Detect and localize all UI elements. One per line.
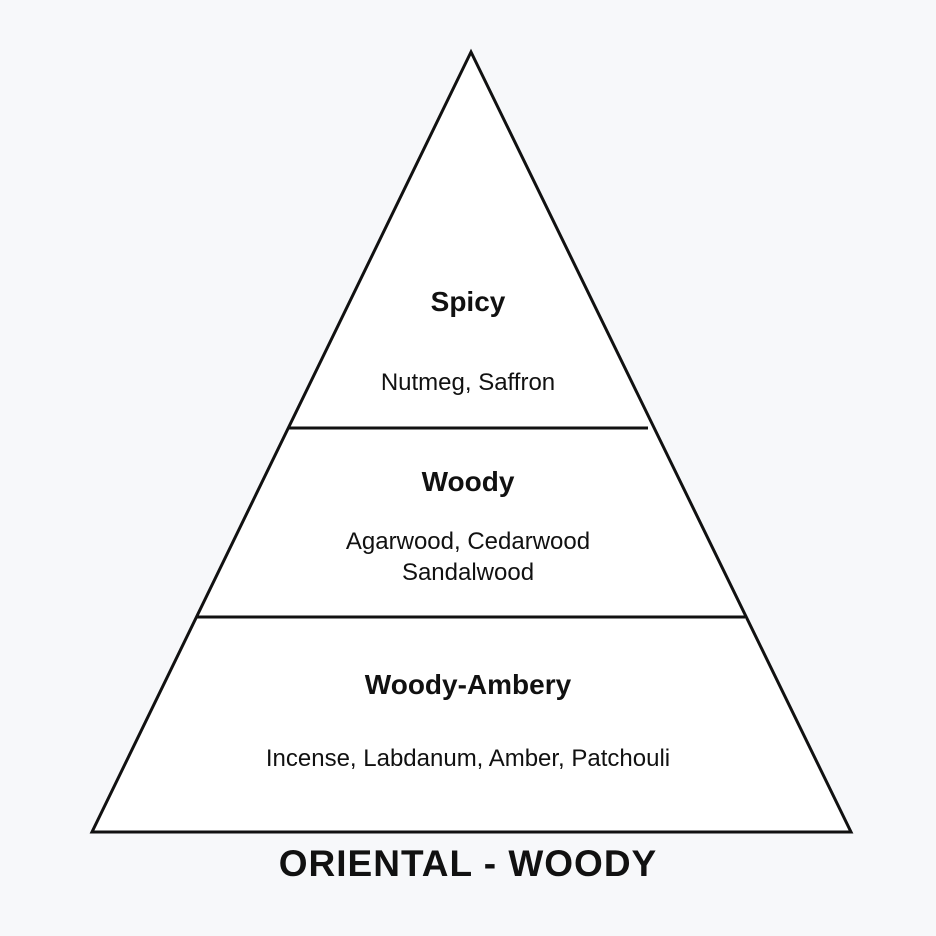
tier-notes-spicy: Nutmeg, Saffron (0, 367, 936, 398)
fragrance-family-label: ORIENTAL - WOODY (278, 843, 658, 884)
notes-line: Agarwood, Cedarwood (345, 528, 591, 555)
pyramid-outline (89, 48, 854, 834)
notes-line: Sandalwood (401, 559, 535, 586)
notes-line: Nutmeg, Saffron (380, 369, 556, 396)
tier-notes-woody: Agarwood, Cedarwood Sandalwood (0, 526, 936, 588)
tier-title-woody-ambery: Woody-Ambery (364, 669, 572, 700)
notes-line: Incense, Labdanum, Amber, Patchouli (265, 745, 671, 772)
tier-notes-woody-ambery: Incense, Labdanum, Amber, Patchouli (0, 743, 936, 774)
tier-title-woody: Woody (421, 466, 515, 497)
tier-title-spicy: Spicy (430, 286, 506, 317)
